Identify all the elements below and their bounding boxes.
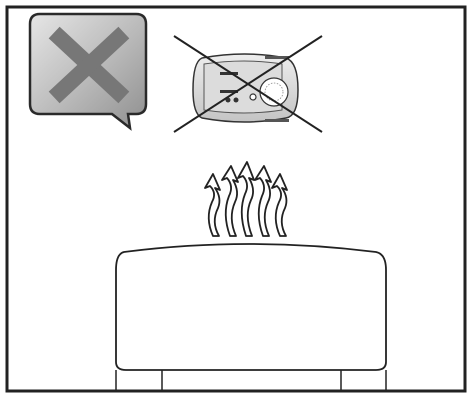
heat-arrow bbox=[271, 173, 288, 237]
heat-arrows bbox=[204, 161, 288, 237]
x-mark bbox=[48, 26, 130, 104]
thermostat-icon bbox=[173, 35, 323, 133]
heater-unit bbox=[115, 243, 387, 391]
strike-lines bbox=[173, 35, 323, 133]
heat-arrow bbox=[204, 173, 221, 237]
close-icon bbox=[28, 12, 148, 131]
heat-arrow bbox=[237, 161, 255, 237]
heat-arrow bbox=[221, 165, 239, 237]
heat-arrow bbox=[254, 165, 272, 237]
